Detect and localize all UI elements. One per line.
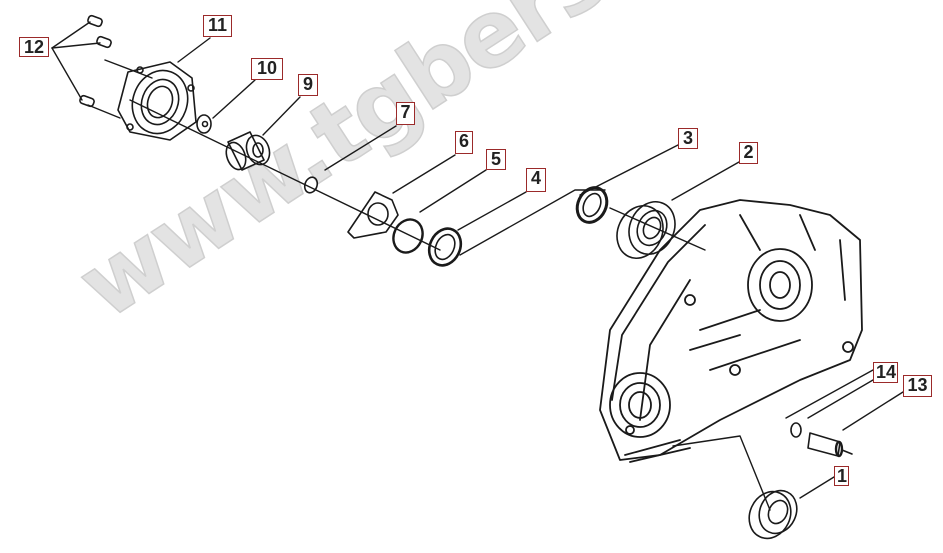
callout-10[interactable]: 10 (251, 58, 283, 80)
callout-13[interactable]: 13 (903, 375, 932, 397)
callout-14[interactable]: 14 (873, 362, 898, 383)
callout-6[interactable]: 6 (455, 131, 473, 154)
seal-4 (427, 227, 463, 267)
callout-12[interactable]: 12 (19, 37, 49, 57)
oring-7 (303, 176, 319, 194)
callout-2[interactable]: 2 (739, 142, 758, 164)
leader-lines (51, 21, 904, 511)
plate-6 (347, 191, 399, 239)
callout-5[interactable]: 5 (486, 149, 506, 170)
seal-3 (575, 186, 609, 224)
washer-14 (790, 422, 802, 438)
callout-11[interactable]: 11 (203, 15, 232, 37)
bearing-1 (748, 489, 798, 540)
callout-3[interactable]: 3 (678, 128, 698, 149)
collar-9 (225, 131, 271, 171)
oring-5 (392, 218, 424, 254)
bearing-2 (616, 201, 676, 259)
callout-4[interactable]: 4 (526, 168, 546, 192)
washer-10 (196, 114, 212, 134)
callout-1[interactable]: 1 (834, 466, 849, 486)
callout-9[interactable]: 9 (298, 74, 318, 96)
dowel-pin-13 (807, 432, 853, 458)
housing-flange (117, 61, 197, 141)
transmission-case (599, 199, 863, 463)
callout-7[interactable]: 7 (396, 102, 415, 125)
bolts (79, 14, 112, 108)
